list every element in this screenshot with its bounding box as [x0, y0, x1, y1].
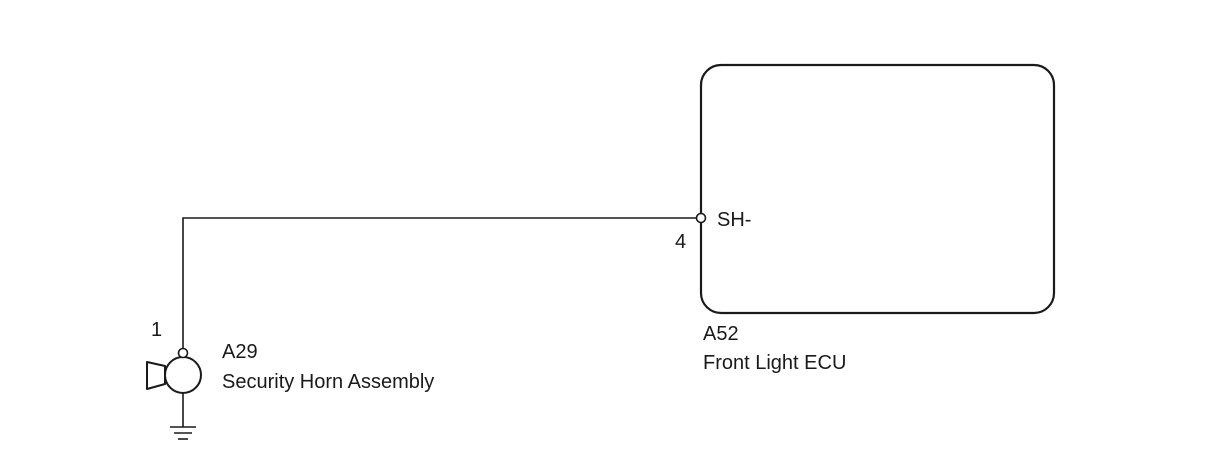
wire-sh-minus: [182, 217, 697, 349]
ecu-box: [699, 63, 1056, 315]
horn-code: A29: [222, 341, 258, 363]
horn-pin-number: 1: [151, 319, 162, 341]
ecu-pin-number: 4: [675, 231, 686, 253]
ground-icon: [170, 426, 196, 440]
ecu-code: A52: [703, 323, 739, 345]
horn-icon: [146, 356, 202, 394]
ecu-terminal-label: SH-: [717, 209, 751, 231]
horn-terminal-connector: [177, 347, 189, 359]
ecu-terminal-connector: [695, 212, 707, 224]
ecu-name: Front Light ECU: [703, 352, 846, 374]
horn-name: Security Horn Assembly: [222, 371, 434, 393]
